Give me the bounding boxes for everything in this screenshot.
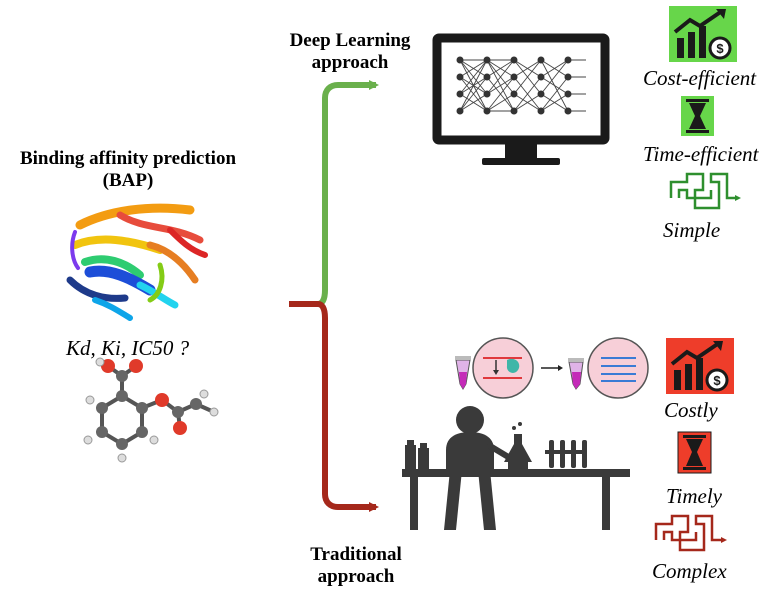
hourglass-icon [681, 96, 714, 136]
growth-chart-dollar-icon: $ [669, 6, 737, 62]
branch-arrows [289, 80, 379, 512]
svg-text:$: $ [716, 41, 724, 56]
traditional-arrow [317, 301, 379, 512]
protein-structure-image [66, 203, 208, 321]
neural-network-monitor-icon [432, 33, 610, 165]
bap-title: Binding affinity prediction (BAP) [0, 148, 256, 192]
affinity-measures-question: Kd, Ki, IC50 ? [66, 336, 190, 360]
deep-learning-label-line1: Deep Learning [289, 30, 411, 51]
deep-learning-arrow [317, 80, 379, 307]
bap-title-line1: Binding affinity prediction [19, 148, 237, 169]
timely-label: Timely [666, 484, 722, 508]
simple-label: Simple [663, 218, 721, 242]
complex-label: Complex [652, 559, 727, 583]
ligand-atoms [83, 357, 219, 463]
traditional-label-line1: Traditional [310, 544, 402, 565]
costly-label: Costly [664, 398, 718, 422]
traditional-label: Traditional approach [289, 544, 423, 588]
time-efficient-label: Time-efficient [643, 142, 759, 166]
maze-path-icon-red [654, 514, 727, 552]
growth-chart-dollar-icon-red: $ [666, 338, 734, 394]
scientist-lab-icon [402, 406, 630, 530]
cost-efficient-label: Cost-efficient [643, 66, 757, 90]
deep-learning-label-line2: approach [311, 51, 389, 73]
hourglass-icon-red [677, 431, 712, 474]
deep-learning-label: Deep Learning approach [276, 30, 424, 74]
svg-text:$: $ [713, 373, 721, 388]
bap-title-line2: (BAP) [102, 169, 154, 191]
traditional-label-line2: approach [317, 565, 395, 587]
maze-path-icon [669, 172, 741, 210]
experiment-illustration [455, 337, 649, 399]
